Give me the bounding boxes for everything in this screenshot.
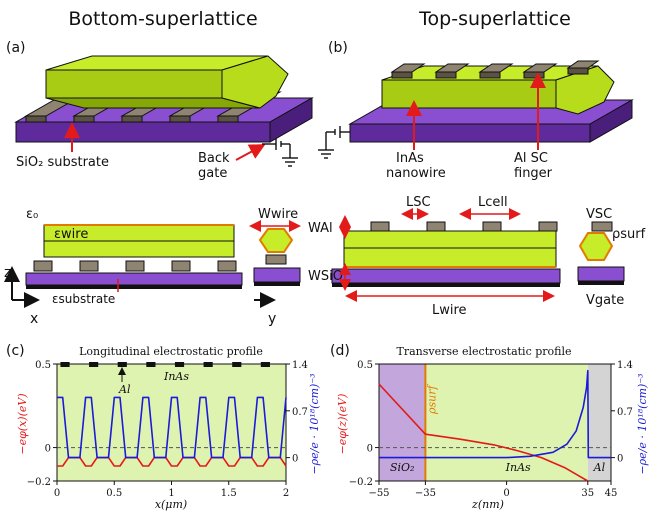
nanowire-end-face-b bbox=[555, 65, 615, 115]
chart-d-y2tick-label-0: 0 bbox=[617, 454, 623, 465]
label-alsc-2: finger bbox=[514, 166, 553, 181]
chart-c-ylabel: −eφ(x)(eV) bbox=[16, 393, 29, 454]
cross-section-bottom: ε₀ εwire εsubstrate z x Wwire y bbox=[4, 207, 301, 327]
label-rho-surf: ρsurf bbox=[612, 227, 646, 242]
label-eps-wire: εwire bbox=[54, 227, 88, 242]
chart-c-title: Longitudinal electrostatic profile bbox=[79, 345, 263, 358]
substrate-side-face bbox=[269, 97, 313, 143]
label-l-cell: Lcell bbox=[478, 195, 508, 210]
substrate-front-face-b bbox=[349, 123, 591, 143]
chart-c-series-charge bbox=[57, 396, 287, 459]
chart-d-ytick-label-2: 0.5 bbox=[357, 360, 373, 371]
chart-d-annotation-inas: InAs bbox=[505, 461, 531, 474]
chart-c-al-finger-0 bbox=[60, 362, 70, 367]
chart-c-al-finger-3 bbox=[146, 362, 156, 367]
label-back-gate-2: gate bbox=[198, 166, 227, 181]
ground-symbol-b bbox=[318, 126, 350, 159]
ground-symbol-a bbox=[262, 138, 298, 167]
chart-c-y2tick-label-2: 1.4 bbox=[292, 360, 308, 371]
chart-d-region-1 bbox=[425, 364, 588, 481]
chart-c-al-finger-2 bbox=[117, 362, 127, 367]
label-w-wire: Wwire bbox=[258, 207, 298, 222]
chart-c-al-finger-5 bbox=[203, 362, 213, 367]
nanowire-front-face-b bbox=[381, 79, 557, 109]
chart-d-series-charge bbox=[379, 369, 611, 459]
chart-d-annotation-sio2: SiO₂ bbox=[390, 461, 414, 474]
chart-d-plot-frame bbox=[378, 363, 612, 482]
label-inas-1: InAs bbox=[396, 151, 424, 166]
chart-c-ytick-label-1: 0 bbox=[45, 444, 51, 455]
chart-c-xlabel: x(μm) bbox=[155, 498, 187, 511]
label-v-gate: Vgate bbox=[586, 293, 624, 308]
axis-z-label: z bbox=[4, 265, 11, 281]
title-bottom-superlattice: Bottom-superlattice bbox=[68, 8, 257, 30]
nanowire-front-face bbox=[45, 69, 223, 99]
substrate-side-face-b bbox=[589, 99, 633, 143]
chart-c-xtick-label-0: 0 bbox=[54, 488, 60, 499]
chart-d-xtick-label-3: 35 bbox=[581, 488, 594, 499]
chart-c-xtick-label-2: 1 bbox=[168, 488, 174, 499]
label-l-sc: LSC bbox=[406, 195, 431, 210]
chart-d-series-potential bbox=[378, 383, 589, 482]
chart-d-annotation-al: Al bbox=[593, 461, 606, 474]
chart-d-xtick-label-0: −55 bbox=[368, 488, 389, 499]
chart-c-y2tick-label-0: 0 bbox=[292, 454, 298, 465]
nanowire-end-face bbox=[221, 55, 289, 109]
chart-d-region-2 bbox=[587, 364, 611, 481]
chart-c-al-finger-6 bbox=[232, 362, 242, 367]
sc-fingers-bottom-section bbox=[33, 260, 237, 272]
chart-c-annotation-al: Al bbox=[118, 383, 131, 396]
chart-c-al-finger-7 bbox=[260, 362, 270, 367]
chart-c-xtick-label-4: 2 bbox=[283, 488, 289, 499]
device-a-3d: SiO₂ substrate Back gate bbox=[14, 55, 314, 181]
label-inas-2: nanowire bbox=[386, 166, 446, 181]
chart-d-ytick-label-1: 0 bbox=[367, 444, 373, 455]
panel-label-d: (d) bbox=[330, 343, 350, 359]
label-alsc-1: Al SC bbox=[514, 151, 548, 166]
label-back-gate-1: Back bbox=[198, 151, 230, 166]
substrate-front-face bbox=[15, 121, 271, 143]
label-eps-substrate: εsubstrate bbox=[52, 292, 115, 306]
chart-d-y2label: −ρe/e · 10¹⁸(cm)⁻³ bbox=[636, 373, 649, 474]
chart-c-y2tick-label-1: 0.7 bbox=[292, 407, 308, 418]
chart-c-ytick-label-2: 0.5 bbox=[35, 360, 51, 371]
chart-d-xlabel: z(nm) bbox=[471, 498, 504, 511]
axis-x-label: x bbox=[30, 311, 38, 327]
cross-section-top: LSC Lcell WAl WSiO Lwire VSC ρsurf Vgate bbox=[308, 195, 646, 318]
chart-c-y2label: −ρe/e · 10¹⁸(cm)⁻³ bbox=[308, 373, 321, 474]
axis-y-label: y bbox=[268, 311, 276, 327]
device-b-3d: InAs nanowire Al SC finger bbox=[318, 60, 634, 181]
chart-c-al-finger-4 bbox=[174, 362, 185, 367]
label-w-al: WAl bbox=[308, 221, 333, 236]
label-l-wire: Lwire bbox=[432, 303, 467, 318]
chart-c-annotation-inas: InAs bbox=[163, 370, 189, 383]
chart-d-y2tick-label-1: 0.7 bbox=[617, 407, 633, 418]
chart-d-region-0 bbox=[379, 364, 426, 481]
chart-c-xtick-label-3: 1.5 bbox=[221, 488, 237, 499]
label-v-sc: VSC bbox=[586, 207, 612, 222]
label-eps0: ε₀ bbox=[26, 207, 38, 222]
chart-d-ylabel: −eφ(z)(eV) bbox=[336, 394, 349, 455]
label-w-sio: WSiO bbox=[308, 269, 343, 284]
chart-d-annotation-rho: ρsurf bbox=[425, 384, 438, 415]
panel-label-a: (a) bbox=[6, 40, 26, 56]
chart-d-xtick-label-1: −35 bbox=[415, 488, 436, 499]
chart-d-y2tick-label-2: 1.4 bbox=[617, 360, 633, 371]
chart-c-al-finger-1 bbox=[89, 362, 99, 367]
chart-d-xtick-label-2: 0 bbox=[503, 488, 509, 499]
chart-c-xtick-label-1: 0.5 bbox=[106, 488, 122, 499]
chart-d-ytick-label-0: −0.2 bbox=[349, 477, 373, 488]
label-sio2-substrate: SiO₂ substrate bbox=[16, 155, 109, 170]
chart-c-ytick-label-0: −0.2 bbox=[27, 477, 51, 488]
panel-label-b: (b) bbox=[328, 40, 348, 56]
chart-d-title: Transverse electrostatic profile bbox=[396, 345, 571, 358]
panel-label-c: (c) bbox=[6, 343, 25, 359]
title-top-superlattice: Top-superlattice bbox=[418, 8, 571, 30]
chart-d-xtick-label-4: 45 bbox=[605, 488, 618, 499]
